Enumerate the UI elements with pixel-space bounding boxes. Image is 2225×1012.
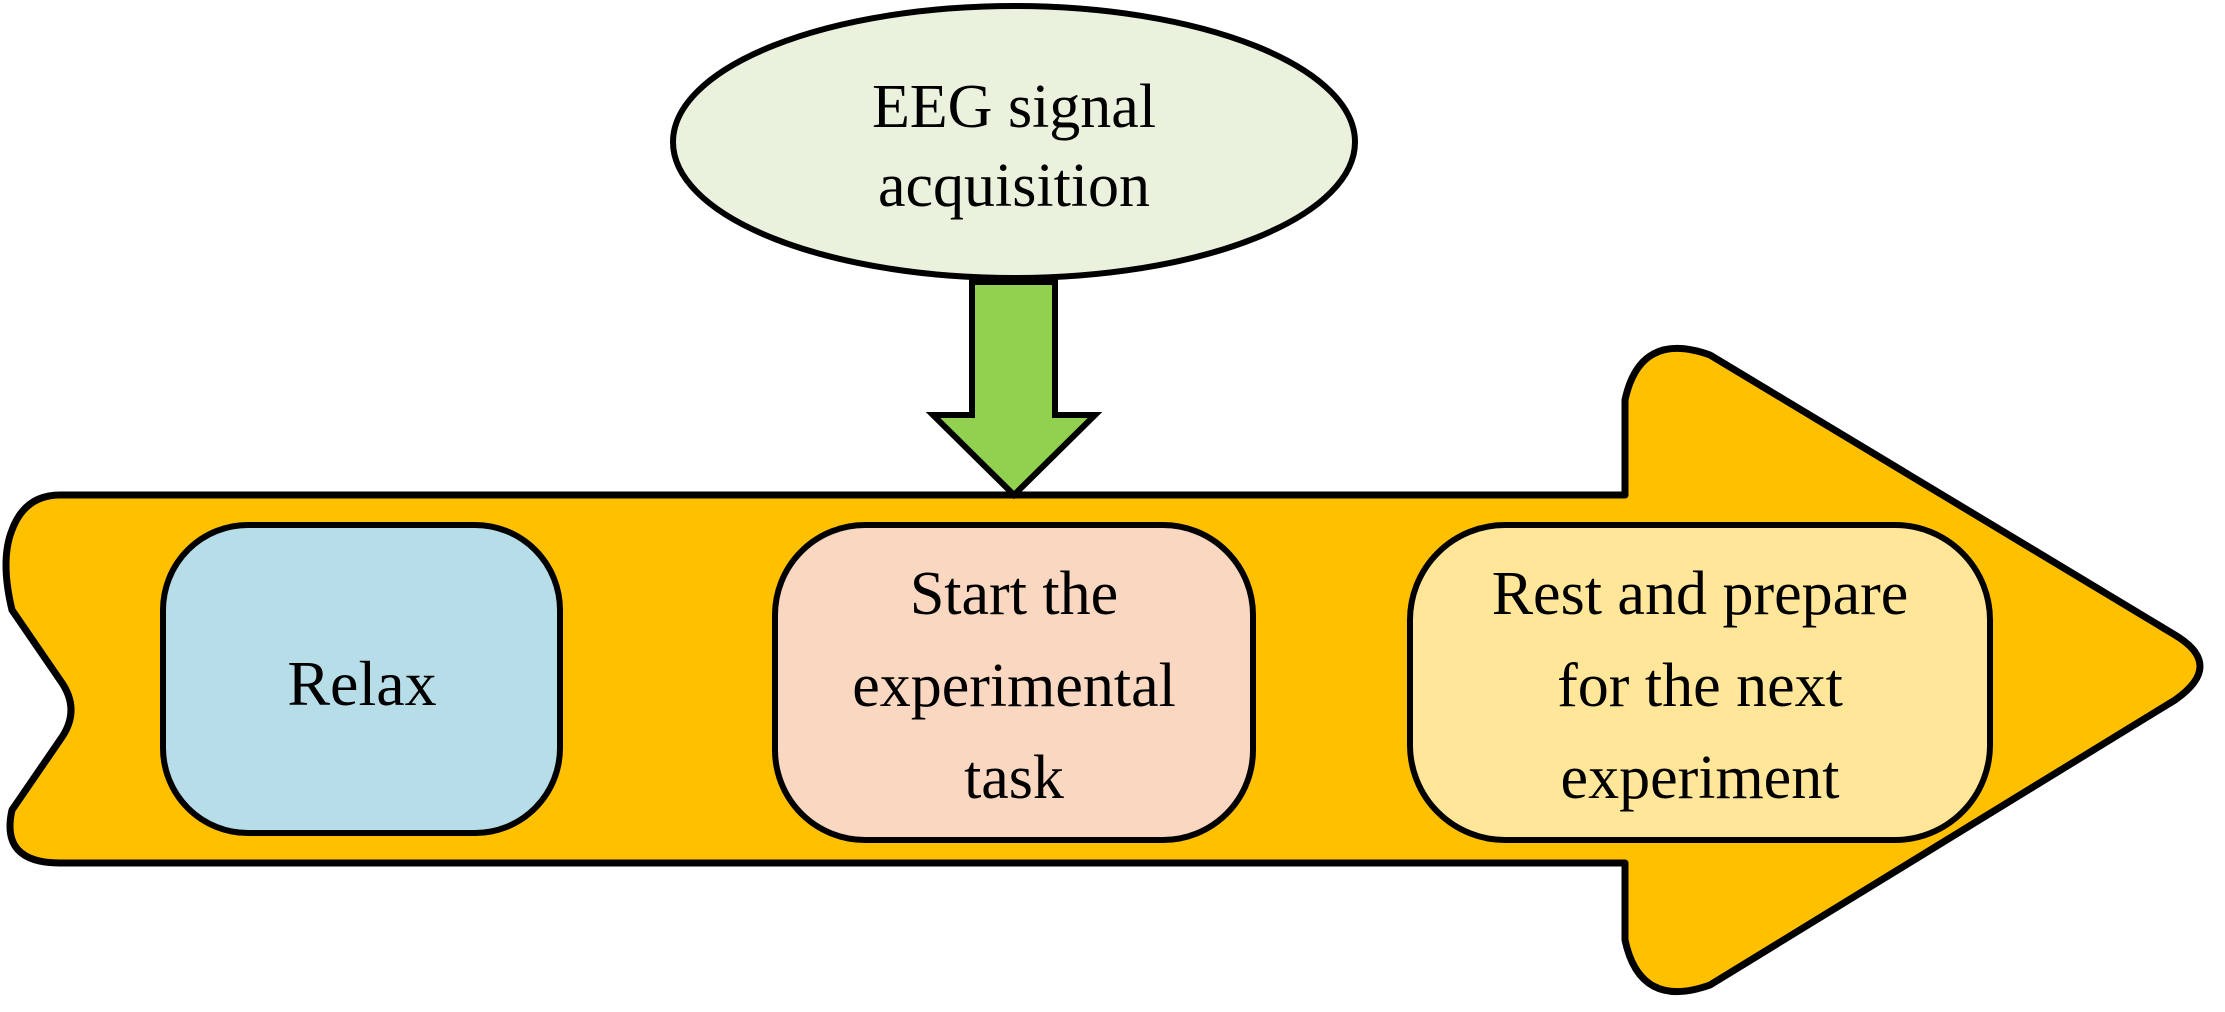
step-rest-line-3: experiment — [1561, 744, 1840, 812]
acquisition-line-1: EEG signal — [872, 73, 1156, 141]
step-task-line-2: experimental — [852, 652, 1176, 720]
acquisition-line-2: acquisition — [878, 152, 1150, 220]
step-task-box — [772, 522, 1256, 843]
step-rest-line-1: Rest and prepare — [1492, 560, 1909, 628]
step-task-line-1: Start the — [910, 560, 1118, 628]
step-relax-box — [160, 522, 563, 836]
acquisition-bubble — [670, 3, 1358, 281]
step-task-line-3: task — [964, 744, 1064, 812]
step-rest-line-2: for the next — [1557, 652, 1843, 720]
step-rest-box — [1407, 522, 1993, 843]
step-relax-label: Relax — [287, 648, 436, 719]
down-arrow-icon — [925, 279, 1103, 500]
